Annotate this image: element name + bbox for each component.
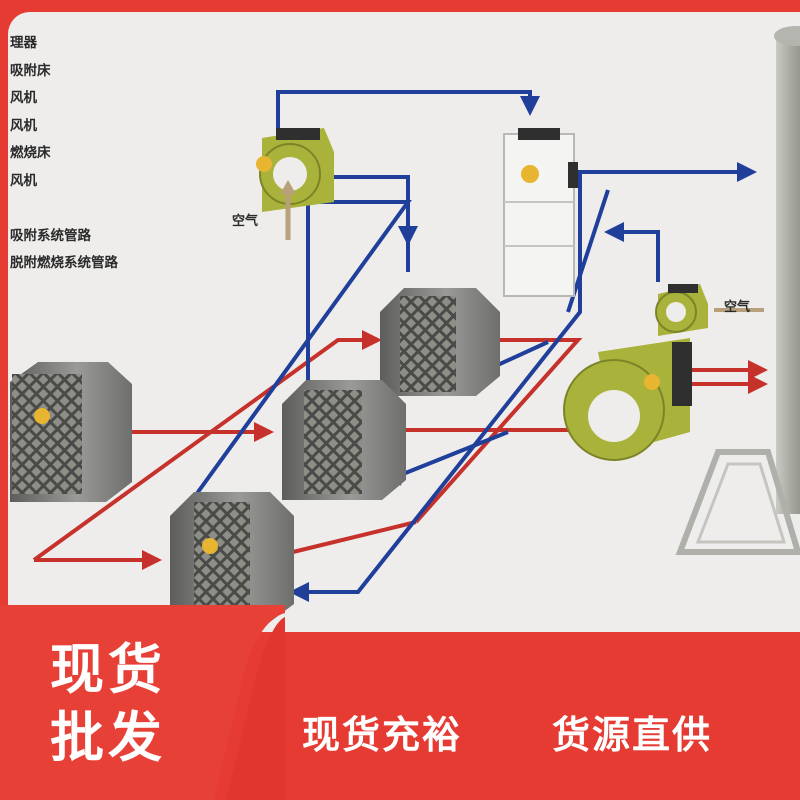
air-label: 空气	[724, 300, 751, 315]
promo-line-2: 批发	[50, 706, 166, 769]
unit-marker-3	[256, 156, 272, 172]
legend-item: 风机	[10, 117, 37, 134]
adsorption-bed-middle	[282, 380, 406, 500]
legend-item: 风机	[10, 172, 37, 189]
unit-marker-2	[202, 538, 218, 554]
chimney-stack	[675, 26, 800, 555]
catalytic-combustion-bed	[503, 128, 578, 297]
legend-item	[10, 195, 118, 223]
diagram-panel: 理器 吸附床 风机 风机 燃烧床 风机 吸附系统管路 脱附燃烧系统管路 空气 空…	[8, 12, 800, 632]
diagram-legend: 理器 吸附床 风机 风机 燃烧床 风机 吸附系统管路 脱附燃烧系统管路	[10, 30, 118, 278]
main-exhaust-fan	[563, 338, 692, 461]
legend-item: 燃烧床	[10, 145, 51, 161]
legend-item: 脱附燃烧系统管路	[10, 255, 118, 271]
legend-item: 风机	[10, 90, 37, 106]
adsorption-bed-upper	[380, 288, 500, 396]
unit-marker-1	[34, 408, 50, 424]
legend-item: 理器	[10, 35, 37, 51]
slogan-stock: 现货充裕	[302, 713, 463, 757]
legend-item: 吸附系统管路	[10, 227, 91, 244]
unit-marker-6	[644, 374, 660, 390]
process-diagram	[10, 26, 800, 622]
slogan-direct-supply: 货源直供	[552, 713, 713, 757]
adsorption-bed-lower	[170, 492, 294, 622]
unit-marker-5	[521, 165, 539, 183]
promo-line-1: 现货	[50, 638, 166, 701]
legend-item: 吸附床	[10, 62, 51, 79]
desorption-fan	[655, 284, 764, 336]
air-intake-fan	[256, 128, 334, 240]
pretreatment-unit	[10, 362, 132, 502]
air-label: 空气	[232, 214, 259, 229]
promo-badge-shape	[0, 605, 285, 800]
